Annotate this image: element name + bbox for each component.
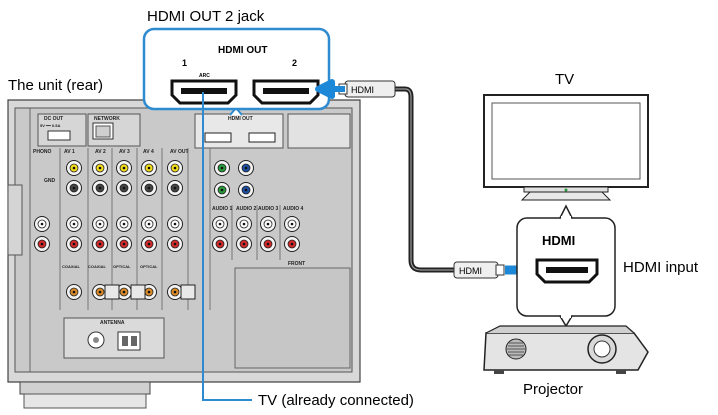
arrow-to-unit — [315, 79, 345, 99]
audio4-label: AUDIO 4 — [283, 206, 304, 212]
audio-in-right-jack-pin — [290, 242, 294, 246]
projector-illustration — [483, 325, 649, 374]
unit-hdmi-out-label: HDMI OUT — [228, 116, 253, 122]
tv-illustration — [483, 94, 649, 201]
video-jack-pin — [147, 166, 151, 170]
hdmi-out-callout: HDMI OUT 1 2 ARC — [142, 27, 331, 116]
audio-in-left-jack-pin — [218, 222, 222, 226]
projector-label: Projector — [523, 381, 583, 398]
plug-label-unit: HDMI — [351, 85, 374, 95]
phono-right-jack-pin — [40, 242, 44, 246]
audio-right-jack-pin — [98, 242, 102, 246]
dc-out-rating: 5V ━━ 0.5A — [40, 123, 60, 128]
dc-out-label: DC OUT — [44, 116, 63, 122]
digital-jack-pin — [147, 290, 151, 294]
audio-left-jack-pin — [173, 222, 177, 226]
optical-jack — [104, 284, 120, 300]
component-y2-jack-pin — [220, 188, 224, 192]
svideo-jack-pin — [122, 186, 126, 190]
av3-label: AV 3 — [119, 149, 130, 155]
component-pb2-jack-pin — [244, 188, 248, 192]
audio-in-right-jack-pin — [242, 242, 246, 246]
hdmi-cable: HDMI HDMI — [338, 80, 505, 279]
gnd-label: GND — [44, 178, 56, 184]
callout-port1-label: 1 — [182, 58, 187, 68]
svideo-jack-pin — [72, 186, 76, 190]
phono-label: PHONO — [33, 149, 51, 155]
av1-label: AV 1 — [64, 149, 75, 155]
tv-connected-label: TV (already connected) — [258, 392, 414, 409]
digital-jack-pin — [122, 290, 126, 294]
plug-label-projector: HDMI — [459, 266, 482, 276]
audio-right-jack-pin — [122, 242, 126, 246]
optical-jack — [130, 284, 146, 300]
video-jack-pin — [72, 166, 76, 170]
callout-port2-label: 2 — [292, 58, 297, 68]
avout-label: AV OUT — [170, 149, 189, 155]
unit-rear-label: The unit (rear) — [8, 77, 103, 94]
audio-in-right-jack-pin — [266, 242, 270, 246]
audio-left-jack-pin — [98, 222, 102, 226]
video-jack-pin — [98, 166, 102, 170]
antenna-label: ANTENNA — [100, 320, 125, 326]
av4-label: AV 4 — [143, 149, 154, 155]
video-jack-pin — [173, 166, 177, 170]
component-y-jack-pin — [220, 166, 224, 170]
svideo-jack-pin — [173, 186, 177, 190]
svideo-jack-pin — [98, 186, 102, 190]
av2-label: AV 2 — [95, 149, 106, 155]
audio-left-jack-pin — [72, 222, 76, 226]
audio-in-right-jack-pin — [218, 242, 222, 246]
digital-jack-pin — [72, 290, 76, 294]
callout-arc-label: ARC — [199, 73, 210, 79]
coaxial-label-2: COAXIAL — [88, 264, 107, 269]
component-pb-jack-pin — [244, 166, 248, 170]
coaxial-label-1: COAXIAL — [62, 264, 81, 269]
existing-tv-cable — [202, 92, 252, 401]
hdmi-out2-jack-label: HDMI OUT 2 jack — [147, 8, 265, 25]
video-jack-pin — [122, 166, 126, 170]
network-label: NETWORK — [94, 116, 120, 122]
unit-rear-panel: DC OUT 5V ━━ 0.5A NETWORK HDMI OUT PHONO… — [7, 99, 361, 409]
audio-in-left-jack-pin — [290, 222, 294, 226]
hdmi-input-callout: HDMI — [516, 204, 616, 328]
hdmi-input-label: HDMI input — [623, 259, 699, 276]
callout-title: HDMI OUT — [218, 45, 267, 56]
audio-right-jack-pin — [147, 242, 151, 246]
rca-jacks — [34, 160, 300, 300]
audio-in-left-jack-pin — [242, 222, 246, 226]
digital-jack-pin — [98, 290, 102, 294]
audio3-label: AUDIO 3 — [258, 206, 279, 212]
audio1-label: AUDIO 1 — [212, 206, 233, 212]
phono-left-jack-pin — [40, 222, 44, 226]
audio2-label: AUDIO 2 — [236, 206, 257, 212]
tv-label: TV — [555, 71, 574, 88]
optical-label-2: OPTICAL — [140, 264, 158, 269]
audio-in-left-jack-pin — [266, 222, 270, 226]
svideo-jack-pin — [147, 186, 151, 190]
digital-jack-pin — [173, 290, 177, 294]
audio-left-jack-pin — [122, 222, 126, 226]
projector-hdmi-title: HDMI — [542, 233, 575, 248]
optical-label-1: OPTICAL — [113, 264, 131, 269]
audio-left-jack-pin — [147, 222, 151, 226]
optical-jack — [180, 284, 196, 300]
audio-right-jack-pin — [173, 242, 177, 246]
audio-right-jack-pin — [72, 242, 76, 246]
front-label: FRONT — [288, 261, 305, 267]
